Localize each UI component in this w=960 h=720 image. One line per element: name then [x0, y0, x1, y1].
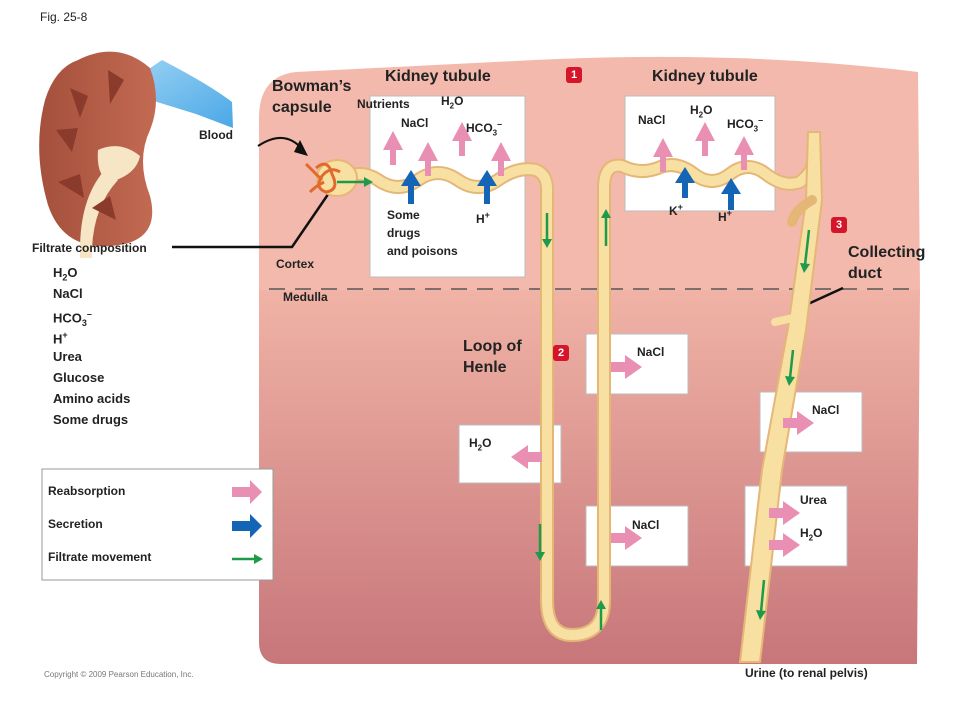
some-drugs-and-poisons-label: Some drugs and poisons [387, 208, 458, 258]
kidney-illustration [39, 51, 233, 258]
legend-filtrate-movement-label: Filtrate movement [48, 550, 152, 564]
duct-nacl-label: NaCl [812, 403, 840, 417]
filtrate-item-h2o: H2O [53, 265, 78, 283]
renal-pelvis [97, 146, 140, 182]
ureter [80, 172, 118, 258]
box2-h-ion-label: H+ [718, 208, 732, 224]
legend [41, 468, 274, 581]
loop-nacl-upper-label: NaCl [637, 345, 665, 359]
filtrate-item-urea: Urea [53, 349, 82, 364]
medulla-label: Medulla [283, 290, 328, 304]
box1-h-ion-label: H+ [476, 210, 490, 226]
legend-secretion-arrow-icon [232, 514, 262, 538]
legend-reabsorption-label: Reabsorption [48, 484, 126, 498]
secretion-arrows [401, 167, 741, 210]
kidney-outline [39, 51, 157, 247]
figure-label: Fig. 25-8 [40, 10, 88, 24]
filtrate-composition-list: H2O NaCl HCO3– H+ Urea Glucose Amino aci… [53, 262, 130, 430]
bowmans-capsule [316, 159, 358, 197]
duct-h2o-label: H2O [800, 526, 823, 543]
box2-h2o-label: H2O [690, 103, 713, 120]
legend-reabsorption-arrow-icon [232, 480, 262, 504]
collecting-duct-label: Collecting duct [848, 244, 926, 282]
duct-urea-label: Urea [800, 493, 827, 507]
filtrate-item-h-ion: H+ [53, 330, 68, 347]
step-badge-1: 1 [566, 67, 582, 83]
kidney-tubule-label-2: Kidney tubule [652, 68, 758, 85]
box2-nacl-label: NaCl [638, 113, 666, 127]
filtrate-item-amino-acids: Amino acids [53, 391, 131, 406]
copyright-notice: Copyright © 2009 Pearson Education, Inc. [44, 670, 194, 679]
collecting-duct-connector [807, 286, 844, 306]
loop-of-henle-label: Loop of Henle [463, 338, 522, 376]
box1-hco3-label: HCO3– [466, 119, 503, 138]
filtrate-composition-connector [172, 189, 333, 249]
cortex-label: Cortex [276, 257, 315, 271]
step-badge-2: 2 [553, 345, 569, 361]
reabsorption-arrows [383, 122, 814, 557]
box2-hco3-label: HCO3– [727, 115, 764, 134]
filtrate-movement-arrows [337, 177, 811, 630]
efferent-arteriole [308, 180, 325, 194]
kidney-tubule-label-1: Kidney tubule [385, 68, 491, 85]
legend-secretion-label: Secretion [48, 517, 103, 531]
filtrate-item-some-drugs: Some drugs [53, 412, 129, 427]
filtrate-item-hco3: HCO3– [53, 309, 92, 328]
renal-pyramids [56, 70, 124, 220]
filtrate-item-glucose: Glucose [53, 370, 105, 385]
box2-k-ion-label: K+ [669, 202, 683, 218]
box1-h2o-label: H2O [441, 94, 464, 111]
glomerulus-capillaries [315, 162, 341, 194]
loop-nacl-lower-label: NaCl [632, 518, 660, 532]
box1-nacl-label: NaCl [401, 116, 429, 130]
filtrate-item-nacl: NaCl [53, 286, 83, 301]
duct-branch [787, 195, 817, 227]
duct-side-branch [771, 314, 797, 326]
step-badge-3: 3 [831, 217, 847, 233]
afferent-arteriole [304, 162, 324, 182]
blood-label: Blood [199, 128, 233, 142]
loop-h2o-label: H2O [469, 436, 492, 453]
bowmans-capsule-label: Bowman’s capsule [272, 78, 352, 116]
filtrate-composition-title: Filtrate composition [32, 241, 147, 255]
nutrients-label: Nutrients [357, 97, 410, 111]
urine-label: Urine (to renal pelvis) [745, 666, 868, 680]
